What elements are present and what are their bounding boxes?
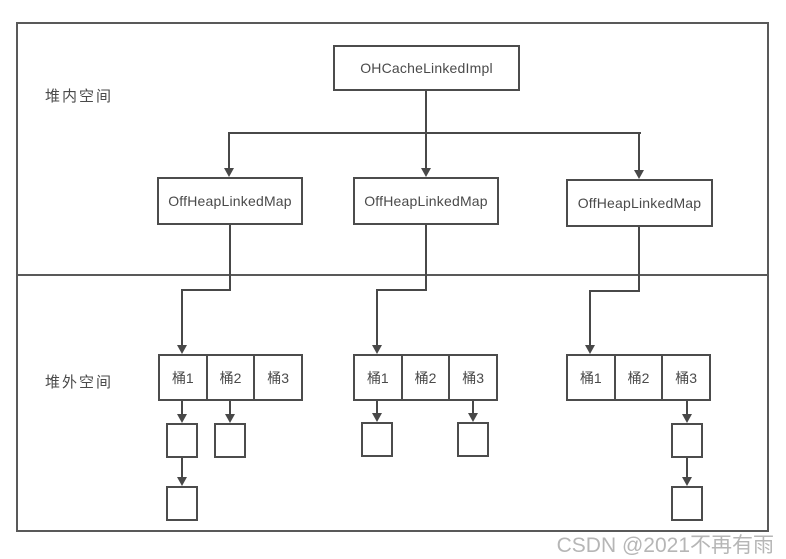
connector-root-stem — [425, 91, 427, 133]
bucket-cell: 桶3 — [462, 369, 485, 386]
entry-box-g1b1-next — [166, 486, 198, 521]
arrowhead-bucketrow-1 — [177, 345, 187, 354]
bucket-cell: 桶3 — [675, 369, 698, 386]
arrowhead-map-middle — [421, 168, 431, 177]
outer-frame — [16, 22, 769, 532]
connector-map1-down — [229, 225, 231, 291]
connector-g2b1-entry — [376, 401, 378, 413]
node-offheaplinkedmap-1: OffHeapLinkedMap — [157, 177, 303, 225]
arrowhead-g2b3-entry — [468, 413, 478, 422]
connector-g3b3-entry — [686, 401, 688, 414]
bucket-cell: 桶2 — [616, 356, 664, 399]
connector-map3-down — [638, 227, 640, 292]
arrowhead-map-left — [224, 168, 234, 177]
connector-map3-stem — [589, 290, 591, 345]
node-offheaplinkedmap-3: OffHeapLinkedMap — [566, 179, 713, 227]
connector-drop-right — [638, 132, 640, 171]
entry-box-g3b3-next — [671, 486, 703, 521]
bucket-cell: 桶1 — [355, 356, 403, 399]
entry-box-g2b3 — [457, 422, 489, 457]
heap-space-label: 堆内空间 — [45, 88, 114, 105]
connector-drop-middle — [425, 132, 427, 169]
connector-map2-jog — [376, 289, 427, 291]
bucket-cell: 桶2 — [403, 356, 451, 399]
connector-g1b1-entry — [181, 401, 183, 414]
arrowhead-g3b3-chain — [682, 477, 692, 486]
bucket-row-2: 桶1 桶2 桶3 — [353, 354, 498, 401]
entry-box-g3b3 — [671, 423, 703, 458]
bucket-cell: 桶1 — [160, 356, 208, 399]
connector-map2-down — [425, 225, 427, 291]
arrowhead-g1b1-chain — [177, 477, 187, 486]
arrowhead-g2b1-entry — [372, 413, 382, 422]
entry-box-g2b1 — [361, 422, 393, 457]
bucket-row-3: 桶1 桶2 桶3 — [566, 354, 711, 401]
connector-map3-jog — [589, 290, 640, 292]
node-ohcachelinkedimpl: OHCacheLinkedImpl — [333, 45, 520, 91]
arrowhead-g1b1-entry — [177, 414, 187, 423]
connector-g3b3-chain — [686, 458, 688, 477]
connector-map1-stem — [181, 289, 183, 345]
connector-drop-left — [228, 132, 230, 169]
arrowhead-g3b3-entry — [682, 414, 692, 423]
bucket-cell: 桶3 — [267, 369, 290, 386]
connector-bus — [228, 132, 641, 134]
bucket-cell: 桶1 — [568, 356, 616, 399]
entry-box-g1b2 — [214, 423, 246, 458]
offheap-space-label: 堆外空间 — [45, 374, 114, 391]
arrowhead-bucketrow-2 — [372, 345, 382, 354]
heap-offheap-divider — [16, 274, 769, 276]
connector-map2-stem — [376, 289, 378, 345]
bucket-cell: 桶2 — [208, 356, 256, 399]
arrowhead-map-right — [634, 170, 644, 179]
connector-g2b3-entry — [472, 401, 474, 413]
csdn-watermark: CSDN @2021不再有雨 — [556, 534, 774, 557]
connector-g1b2-entry — [229, 401, 231, 414]
bucket-row-1: 桶1 桶2 桶3 — [158, 354, 303, 401]
connector-map1-jog — [181, 289, 231, 291]
connector-g1b1-chain — [181, 458, 183, 477]
arrowhead-g1b2-entry — [225, 414, 235, 423]
node-offheaplinkedmap-2: OffHeapLinkedMap — [353, 177, 499, 225]
entry-box-g1b1 — [166, 423, 198, 458]
arrowhead-bucketrow-3 — [585, 345, 595, 354]
